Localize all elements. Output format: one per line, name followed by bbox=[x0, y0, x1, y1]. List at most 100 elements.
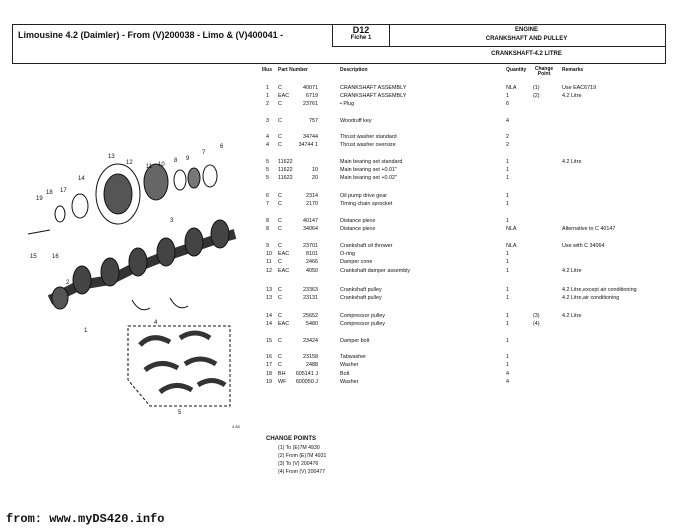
cell-part-number: 25652 bbox=[303, 313, 318, 319]
cell-quantity: NLA bbox=[506, 243, 517, 249]
section-name: ENGINE bbox=[514, 27, 538, 33]
cell-illus: 6 bbox=[266, 193, 269, 199]
header-border bbox=[12, 24, 666, 64]
cell-part-prefix: BH bbox=[278, 371, 286, 377]
cell-description: Woodruff key bbox=[340, 118, 372, 124]
cell-part-prefix: C bbox=[278, 218, 282, 224]
cell-part-prefix: C bbox=[278, 295, 282, 301]
image-reference: 4 83 bbox=[232, 424, 240, 429]
cell-part-prefix: C bbox=[278, 243, 282, 249]
cell-part-number: 5480 bbox=[306, 321, 318, 327]
cell-quantity: 1 bbox=[506, 201, 509, 207]
cell-quantity: 1 bbox=[506, 259, 509, 265]
cell-quantity: 1 bbox=[506, 338, 509, 344]
cell-description: Compressor pulley bbox=[340, 313, 385, 319]
cell-remarks: Alternative to C 40147 bbox=[562, 226, 616, 232]
cell-quantity: 1 bbox=[506, 354, 509, 360]
cell-illus: 1 bbox=[266, 93, 269, 99]
cell-illus: 14 bbox=[266, 321, 272, 327]
section-code: D12 bbox=[352, 25, 370, 35]
cell-part-number: 6719 bbox=[306, 93, 318, 99]
header-divider bbox=[332, 46, 388, 47]
cell-part-number: 23424 bbox=[303, 338, 318, 344]
cell-quantity: 6 bbox=[506, 101, 509, 107]
cell-illus: 1 bbox=[266, 85, 269, 91]
callout-12: 12 bbox=[126, 160, 133, 166]
change-point-item: (4) From (V) 200477 bbox=[278, 469, 325, 475]
cell-part-prefix: 11622 bbox=[278, 175, 293, 181]
callout-2: 2 bbox=[66, 280, 70, 286]
cell-illus: 14 bbox=[266, 313, 272, 319]
callout-7: 7 bbox=[202, 150, 206, 156]
change-point-item: (3) To (V) 200476 bbox=[278, 461, 319, 467]
cell-part-number: 605141 J bbox=[295, 371, 318, 377]
cell-part-prefix: C bbox=[278, 313, 282, 319]
cell-part-number: 10 bbox=[312, 167, 318, 173]
cell-change-point: (2) bbox=[533, 93, 540, 99]
cell-quantity: NLA bbox=[506, 85, 517, 91]
cell-part-number: 23158 bbox=[303, 354, 318, 360]
cell-quantity: 1 bbox=[506, 268, 509, 274]
cell-part-prefix: C bbox=[278, 338, 282, 344]
cell-part-prefix: 11622 bbox=[278, 167, 293, 173]
cell-description: Distance piece bbox=[340, 226, 376, 232]
cell-part-prefix: C bbox=[278, 362, 282, 368]
cell-quantity: NLA bbox=[506, 226, 517, 232]
cell-part-number: 23701 bbox=[303, 243, 318, 249]
cell-description: Damper cone bbox=[340, 259, 373, 265]
cell-description: Crankshaft pulley bbox=[340, 287, 382, 293]
cell-quantity: 1 bbox=[506, 313, 509, 319]
col-change-point: Change Point bbox=[534, 66, 554, 77]
cell-description: CRANKSHAFT ASSEMBLY bbox=[340, 93, 407, 99]
table-row: 8 C 34064 Distance piece NLA Alternative to C… bbox=[0, 225, 682, 233]
cell-description: Crankshaft oil thrower bbox=[340, 243, 393, 249]
callout-17: 17 bbox=[60, 188, 67, 194]
cell-quantity: 1 bbox=[506, 167, 509, 173]
cell-description: Crankshaft pulley bbox=[340, 295, 382, 301]
cell-quantity: 1 bbox=[506, 362, 509, 368]
cell-description: Distance piece bbox=[340, 218, 376, 224]
cell-illus: 19 bbox=[266, 379, 272, 385]
cell-illus: 12 bbox=[266, 268, 272, 274]
cell-illus: 17 bbox=[266, 362, 272, 368]
cell-part-number: 34744 1 bbox=[298, 142, 319, 148]
cell-remarks: 4.2 Litre bbox=[562, 159, 582, 165]
cell-part-number: 2314 bbox=[306, 193, 318, 199]
cell-part-number: 4050 bbox=[306, 268, 318, 274]
cell-part-prefix: C bbox=[278, 287, 282, 293]
cell-quantity: 1 bbox=[506, 159, 509, 165]
cell-part-number: 34064 bbox=[303, 226, 318, 232]
cell-illus: 13 bbox=[266, 287, 272, 293]
callout-18: 18 bbox=[46, 190, 53, 196]
cell-quantity: 4 bbox=[506, 371, 509, 377]
cell-illus: 18 bbox=[266, 371, 272, 377]
callout-10: 10 bbox=[158, 162, 165, 168]
change-point-item: (1) To (E)7M 4930 bbox=[278, 445, 320, 451]
cell-change-point: (3) bbox=[533, 313, 540, 319]
callout-8: 8 bbox=[174, 158, 178, 164]
cell-quantity: 1 bbox=[506, 295, 509, 301]
cell-part-prefix: C bbox=[278, 226, 282, 232]
cell-description: O-ring bbox=[340, 251, 355, 257]
cell-description: Thrust washer standard bbox=[340, 134, 397, 140]
cell-part-prefix: C bbox=[278, 134, 282, 140]
cell-change-point: (1) bbox=[533, 85, 540, 91]
cell-remarks: Use EAC6719 bbox=[562, 85, 597, 91]
cell-part-number: 40147 bbox=[303, 218, 318, 224]
callout-1: 1 bbox=[84, 328, 88, 334]
cell-illus: 9 bbox=[266, 243, 269, 249]
cell-quantity: 1 bbox=[506, 193, 509, 199]
cell-illus: 8 bbox=[266, 226, 269, 232]
